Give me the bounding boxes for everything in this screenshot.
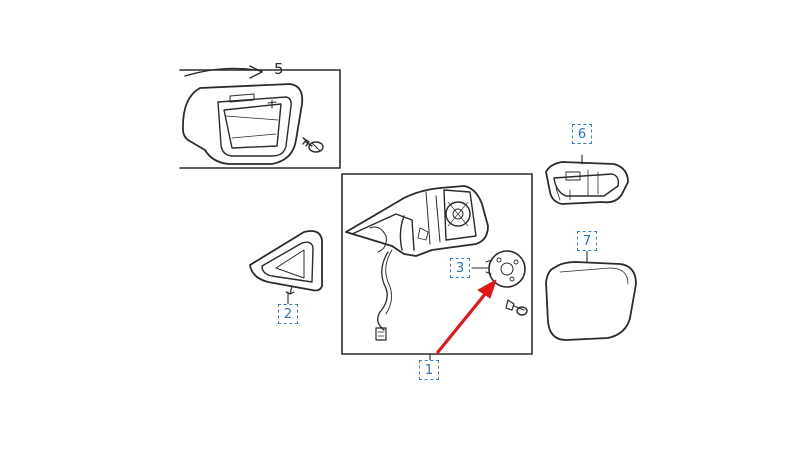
mirror-glass-part (545, 261, 637, 341)
inset-top-label: 5 (274, 60, 284, 78)
triangle-trim-part (249, 230, 323, 295)
callout-7[interactable]: 7 (577, 231, 597, 251)
cover-cap-part (545, 161, 629, 205)
mirror-housing-part (345, 185, 489, 341)
pointer-arrow (436, 279, 497, 354)
callout-2[interactable]: 2 (278, 304, 298, 324)
mirror-cover-part (182, 83, 304, 165)
screw-part (505, 299, 528, 316)
motor-plate-part (471, 250, 526, 288)
leader-lines (287, 154, 588, 361)
main-assembly-frame (341, 173, 533, 355)
screw-part (302, 137, 324, 153)
callout-1[interactable]: 1 (419, 360, 439, 380)
callout-3[interactable]: 3 (450, 258, 470, 278)
callout-6[interactable]: 6 (572, 124, 592, 144)
inset-frame (179, 65, 341, 169)
